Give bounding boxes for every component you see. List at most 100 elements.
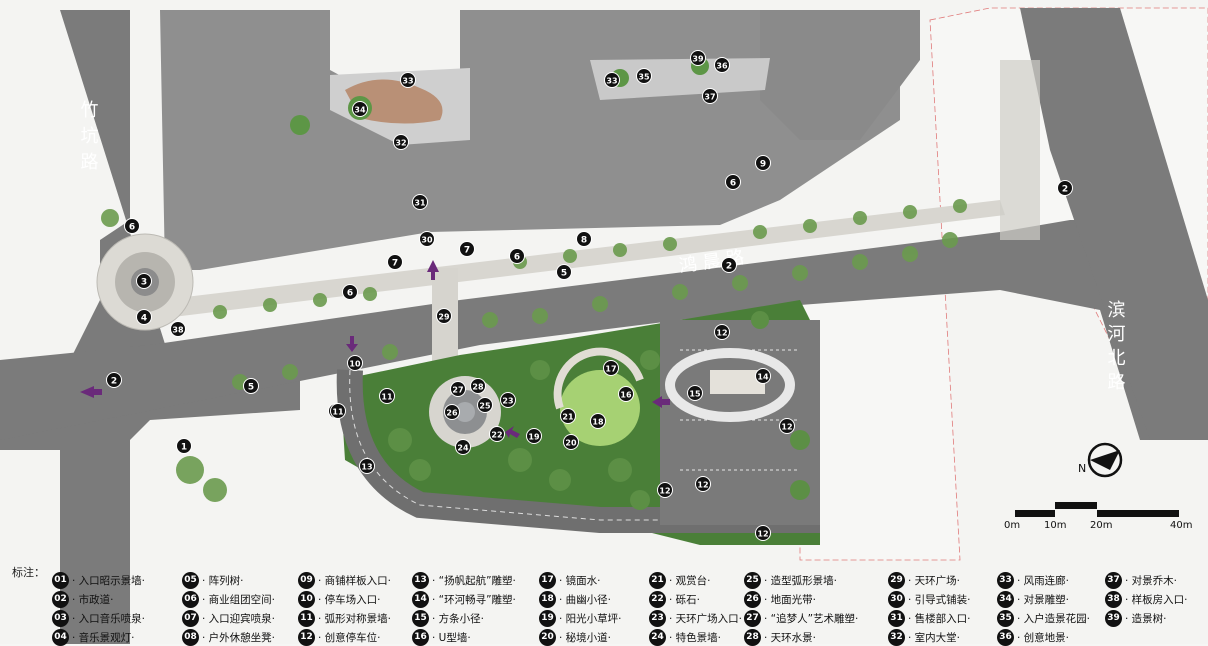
map-marker-19: 19	[526, 428, 542, 444]
map-markers: 1222345566667789101011111212121212131415…	[106, 50, 1073, 541]
svg-text:12: 12	[697, 481, 708, 490]
map-marker-5: 5	[556, 264, 572, 280]
svg-text:7: 7	[392, 259, 398, 269]
svg-text:26: 26	[446, 409, 458, 418]
svg-text:33: 33	[402, 77, 413, 86]
map-marker-9: 9	[755, 155, 771, 171]
legend-item-25: 25· 造型弧形景墙·	[744, 572, 837, 589]
svg-text:12: 12	[716, 329, 727, 338]
legend-number: 21	[649, 572, 666, 589]
svg-text:8: 8	[581, 236, 587, 246]
svg-text:7: 7	[464, 246, 470, 256]
legend-label: · U型墙·	[432, 632, 471, 644]
legend-number: 25	[744, 572, 761, 589]
svg-text:12: 12	[781, 423, 792, 432]
legend-item-10: 10· 停车场入口·	[298, 591, 381, 608]
legend-number: 26	[744, 591, 761, 608]
svg-text:23: 23	[502, 397, 513, 406]
legend-item-06: 06· 商业组团空间·	[182, 591, 275, 608]
legend-label: · 入口音乐喷泉·	[72, 613, 146, 625]
svg-text:16: 16	[620, 391, 632, 400]
map-marker-8: 8	[576, 231, 592, 247]
legend-number: 38	[1105, 591, 1122, 608]
legend-number: 22	[649, 591, 666, 608]
map-marker-14: 14	[755, 368, 771, 384]
legend-label: · 户外休憩坐凳·	[202, 632, 276, 644]
legend-item-14: 14· “环河畅寻”雕塑·	[412, 591, 516, 608]
map-marker-7: 7	[459, 241, 475, 257]
building-northeast	[760, 10, 920, 140]
svg-text:34: 34	[354, 106, 366, 115]
svg-text:30: 30	[421, 236, 433, 245]
legend-label: · 阳光小草坪·	[559, 613, 622, 625]
svg-text:5: 5	[248, 383, 254, 393]
svg-text:35: 35	[638, 73, 650, 82]
svg-text:37: 37	[704, 93, 715, 102]
legend-item-37: 37· 对景乔木·	[1105, 572, 1177, 589]
garden-trees	[388, 311, 810, 510]
map-marker-33: 33	[400, 72, 416, 88]
map-marker-11: 11	[330, 403, 346, 419]
map-marker-25: 25	[477, 397, 493, 413]
svg-text:12: 12	[757, 530, 768, 539]
map-marker-24: 24	[455, 439, 471, 455]
legend-number: 32	[888, 629, 905, 646]
svg-text:9: 9	[760, 160, 766, 170]
legend-item-22: 22· 砾石·	[649, 591, 700, 608]
legend-number: 23	[649, 610, 666, 627]
map-marker-38: 38	[170, 321, 186, 337]
legend: 01· 入口昭示景墙·02· 市政道·03· 入口音乐喷泉·04· 音乐景观灯·…	[52, 572, 1202, 646]
svg-text:12: 12	[659, 487, 670, 496]
legend-number: 27	[744, 610, 761, 627]
map-marker-12: 12	[779, 418, 795, 434]
svg-text:33: 33	[606, 77, 617, 86]
map-marker-30: 30	[419, 231, 435, 247]
road-label-zhukeng: 竹坑路	[78, 100, 99, 178]
legend-number: 24	[649, 629, 666, 646]
legend-label: · “追梦人”艺术雕塑·	[764, 613, 859, 625]
legend-label: · 造型弧形景墙·	[764, 575, 838, 587]
legend-number: 19	[539, 610, 556, 627]
legend-item-36: 36· 创意地景·	[997, 629, 1069, 646]
svg-text:38: 38	[172, 326, 184, 335]
legend-item-31: 31· 售楼部入口·	[888, 610, 971, 627]
map-marker-26: 26	[444, 404, 460, 420]
map-marker-1: 1	[176, 438, 192, 454]
map-marker-10: 10	[347, 355, 363, 371]
svg-text:24: 24	[457, 444, 469, 453]
svg-text:11: 11	[332, 408, 344, 417]
svg-text:39: 39	[692, 55, 704, 64]
legend-label: · 地面光带·	[764, 594, 817, 606]
legend-number: 36	[997, 629, 1014, 646]
legend-item-04: 04· 音乐景观灯·	[52, 629, 135, 646]
legend-number: 35	[997, 610, 1014, 627]
entry-arrows	[80, 260, 670, 438]
legend-number: 11	[298, 610, 315, 627]
svg-text:6: 6	[347, 289, 353, 299]
map-marker-21: 21	[560, 408, 576, 424]
legend-item-16: 16· U型墙·	[412, 629, 471, 646]
legend-number: 09	[298, 572, 315, 589]
legend-item-33: 33· 风雨连廊·	[997, 572, 1069, 589]
legend-number: 31	[888, 610, 905, 627]
legend-item-01: 01· 入口昭示景墙·	[52, 572, 145, 589]
legend-number: 08	[182, 629, 199, 646]
legend-item-38: 38· 样板房入口·	[1105, 591, 1188, 608]
svg-text:10m: 10m	[1044, 520, 1066, 531]
map-marker-6: 6	[509, 248, 525, 264]
legend-label: · 引导式铺装·	[908, 594, 971, 606]
legend-label: · 入口昭示景墙·	[72, 575, 146, 587]
map-marker-18: 18	[590, 413, 606, 429]
legend-label: · 商铺样板入口·	[318, 575, 392, 587]
map-marker-27: 27	[450, 381, 466, 397]
map-marker-11: 11	[379, 388, 395, 404]
legend-number: 14	[412, 591, 429, 608]
legend-number: 29	[888, 572, 905, 589]
svg-text:4: 4	[141, 314, 147, 324]
svg-text:10: 10	[349, 360, 361, 369]
legend-label: · 特色景墙·	[669, 632, 722, 644]
legend-label: · 天环水景·	[764, 632, 817, 644]
legend-number: 28	[744, 629, 761, 646]
legend-label: · 弧形对称景墙·	[318, 613, 392, 625]
road-honghui	[0, 220, 1208, 440]
